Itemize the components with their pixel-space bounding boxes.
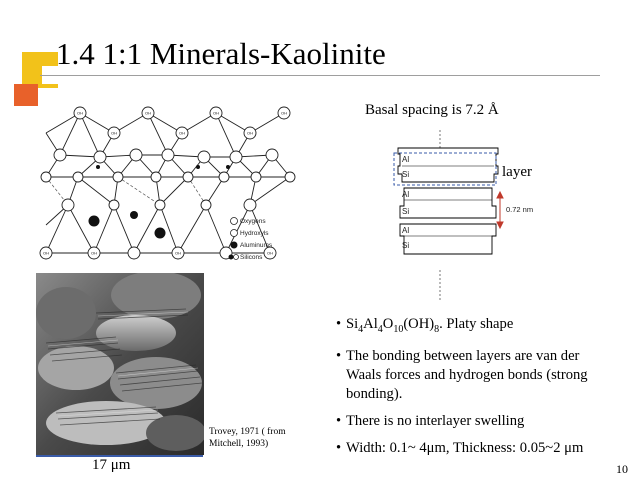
- dimension-label: 0.72 nm: [506, 205, 533, 214]
- bullet-list: Si4Al4O10(OH)8. Platy shape The bonding …: [336, 315, 588, 466]
- basal-spacing-label: Basal spacing is 7.2 Å: [365, 102, 499, 118]
- oh-label: OH: [267, 251, 273, 256]
- bullet-line: The bonding between layers are van der: [346, 347, 580, 364]
- oh-label: OH: [247, 131, 253, 136]
- oh-label: OH: [213, 111, 219, 116]
- oh-label: OH: [111, 131, 117, 136]
- bullet-swelling: There is no interlayer swelling: [336, 412, 588, 431]
- bullet-line: Width: 0.1~ 4μm, Thickness: 0.05~2 μm: [346, 439, 584, 456]
- bullet-line: bonding).: [346, 385, 403, 402]
- scale-bar: [36, 455, 203, 457]
- sheet-label-si: Si: [402, 241, 409, 250]
- layer-label: layer: [502, 164, 532, 180]
- formula-line: Si4Al4O10(OH)8. Platy shape: [346, 316, 514, 335]
- sheet-label-al: Al: [402, 190, 409, 199]
- kaolinite-sem-photo: [36, 273, 204, 455]
- atom-legend: Oxygens Hydroxyls Aluminums Silicons: [228, 217, 273, 261]
- legend-silicons: Silicons: [240, 254, 263, 261]
- bullet-bonding: The bonding between layers are van der W…: [336, 347, 588, 404]
- kaolinite-structure-diagram: OH OH OH OH OH OH OH OH OH OH OH Oxygens…: [39, 106, 296, 261]
- title-rule: [40, 75, 600, 76]
- page-number: 10: [616, 462, 628, 476]
- layer-stack-diagram: Al Si Al Si Al Si 0.72 nm: [393, 130, 533, 302]
- scale-label: 17 μm: [92, 457, 131, 473]
- oh-label: OH: [179, 131, 185, 136]
- sheet-label-al: Al: [402, 226, 409, 235]
- oh-label: OH: [281, 111, 287, 116]
- oh-label: OH: [175, 251, 181, 256]
- sheet-label-al: Al: [402, 155, 409, 164]
- credit-line: Mitchell, 1993): [209, 439, 269, 449]
- legend-hydroxyls: Hydroxyls: [240, 230, 269, 237]
- legend-aluminums: Aluminums: [240, 242, 273, 249]
- oh-label: OH: [77, 111, 83, 116]
- legend-oxygens: Oxygens: [240, 218, 266, 225]
- oh-label: OH: [43, 251, 49, 256]
- decor-orange-block: [14, 84, 38, 106]
- oh-label: OH: [145, 111, 151, 116]
- sheet-label-si: Si: [402, 207, 409, 216]
- oh-label: OH: [91, 251, 97, 256]
- slide-title: 1.4 1:1 Minerals-Kaolinite: [56, 36, 386, 71]
- photo-credit: Trovey, 1971 ( from Mitchell, 1993): [209, 426, 286, 450]
- bullet-dimensions: Width: 0.1~ 4μm, Thickness: 0.05~2 μm: [336, 439, 588, 458]
- bullet-line: There is no interlayer swelling: [346, 412, 525, 429]
- sheet-label-si: Si: [402, 170, 409, 179]
- bullet-line: Waals forces and hydrogen bonds (strong: [346, 366, 588, 383]
- credit-line: Trovey, 1971 ( from: [209, 427, 286, 437]
- bullet-formula: Si4Al4O10(OH)8. Platy shape: [336, 315, 588, 339]
